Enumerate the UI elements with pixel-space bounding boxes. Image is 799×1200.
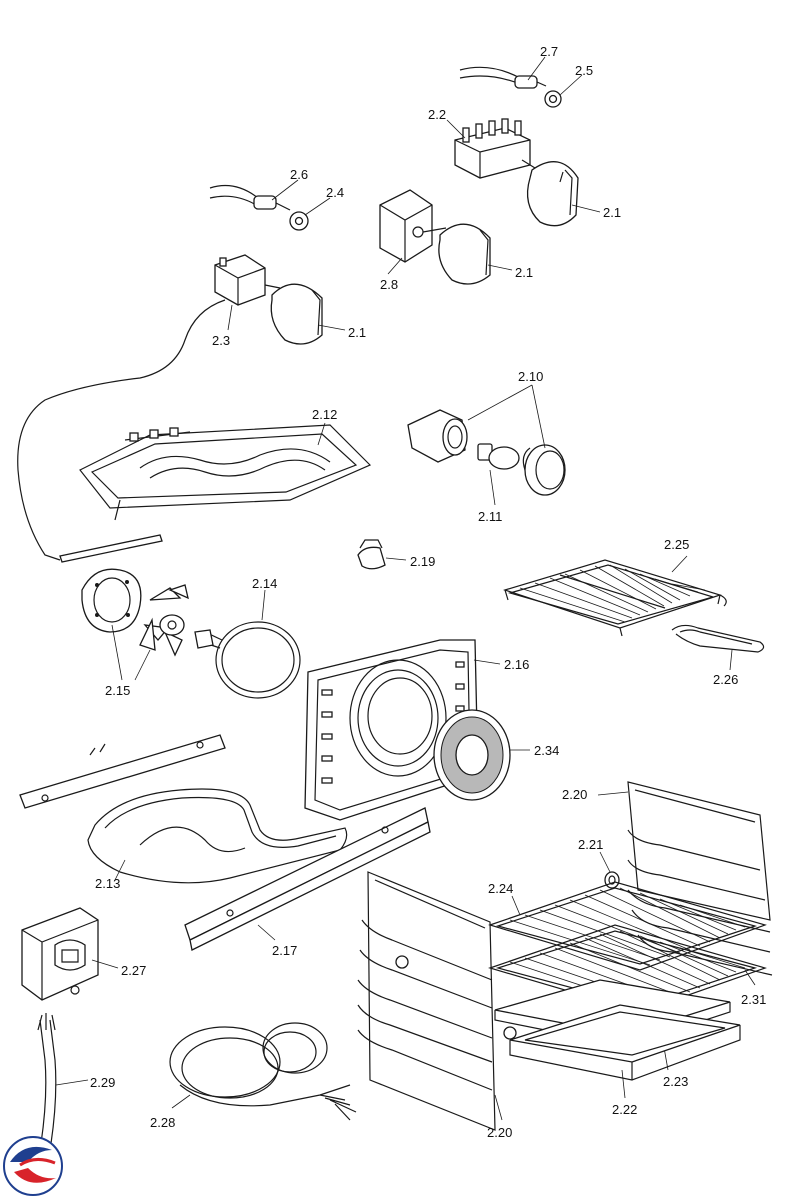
callout-2-19: 2.19 <box>410 554 436 569</box>
part-2-12-grill-element <box>79 424 372 521</box>
callout-2-17: 2.17 <box>272 943 298 958</box>
callout-2-1-a: 2.1 <box>603 205 622 220</box>
callout-2-16: 2.16 <box>504 657 530 672</box>
callout-2-1-c: 2.1 <box>348 325 367 340</box>
callout-2-2: 2.2 <box>428 107 447 122</box>
part-2-7-cable <box>459 66 547 89</box>
part-2-22-deep-tray <box>509 1004 741 1081</box>
part-2-8-thermostat <box>379 189 447 263</box>
callout-2-27: 2.27 <box>121 963 147 978</box>
part-2-16-back-panel <box>304 639 479 821</box>
part-2-27-motor <box>21 907 99 1001</box>
part-2-20-side-runner-right <box>627 781 773 976</box>
part-2-29-mains-cable <box>37 1013 57 1151</box>
part-2-1-knob-a <box>526 161 579 227</box>
callout-2-10: 2.10 <box>518 369 544 384</box>
part-2-4-grommet <box>289 211 309 231</box>
part-2-10-lamp-holder <box>407 409 468 463</box>
part-2-17-rail <box>184 807 431 951</box>
callout-2-15: 2.15 <box>105 683 131 698</box>
brand-logo-icon <box>3 1136 63 1196</box>
callout-2-13: 2.13 <box>95 876 121 891</box>
part-2-28-wiring-harness <box>169 1022 357 1121</box>
callout-2-6: 2.6 <box>290 167 309 182</box>
part-2-13-lower-element <box>19 734 348 884</box>
callout-2-24: 2.24 <box>488 881 514 896</box>
part-2-15-fan-motor <box>81 568 142 633</box>
part-2-10-lamp-cover <box>522 444 566 496</box>
callout-2-5: 2.5 <box>575 63 594 78</box>
part-2-19-clip <box>357 539 386 570</box>
part-2-3-thermostat-capillary <box>17 254 281 563</box>
part-2-24-wire-shelf <box>488 881 767 971</box>
callout-2-25: 2.25 <box>664 537 690 552</box>
callout-2-3: 2.3 <box>212 333 231 348</box>
part-2-34-filter <box>433 709 511 801</box>
callout-2-22: 2.22 <box>612 1102 638 1117</box>
callout-2-7: 2.7 <box>540 44 559 59</box>
callout-2-11: 2.11 <box>478 509 503 524</box>
callout-2-34: 2.34 <box>534 743 560 758</box>
callout-2-20-top: 2.20 <box>562 787 588 802</box>
part-2-25-shelf <box>503 559 727 637</box>
callout-2-31: 2.31 <box>741 992 767 1007</box>
callout-2-23: 2.23 <box>663 1074 689 1089</box>
callout-2-12: 2.12 <box>312 407 338 422</box>
part-2-14-circular-element <box>194 621 301 699</box>
callout-2-28: 2.28 <box>150 1115 176 1130</box>
part-2-5-grommet <box>544 90 562 108</box>
part-2-15-fan-blade <box>139 584 189 657</box>
part-2-6-cable <box>209 185 291 211</box>
part-2-21-runner-nut <box>604 871 620 889</box>
callout-2-21: 2.21 <box>578 837 604 852</box>
part-2-1-knob-b <box>438 223 491 285</box>
callout-2-20-bottom: 2.20 <box>487 1125 513 1140</box>
part-2-20-side-runner-left <box>357 871 517 1131</box>
part-2-26-tray-hook <box>671 624 765 653</box>
part-2-11-bulb <box>477 443 520 470</box>
callout-2-26: 2.26 <box>713 672 739 687</box>
callout-2-29: 2.29 <box>90 1075 116 1090</box>
part-2-2-selector-switch <box>454 118 536 179</box>
callout-2-1-b: 2.1 <box>515 265 534 280</box>
part-2-1-knob-c <box>270 283 323 345</box>
callout-2-14: 2.14 <box>252 576 278 591</box>
callout-2-8: 2.8 <box>380 277 399 292</box>
callout-2-4: 2.4 <box>326 185 345 200</box>
